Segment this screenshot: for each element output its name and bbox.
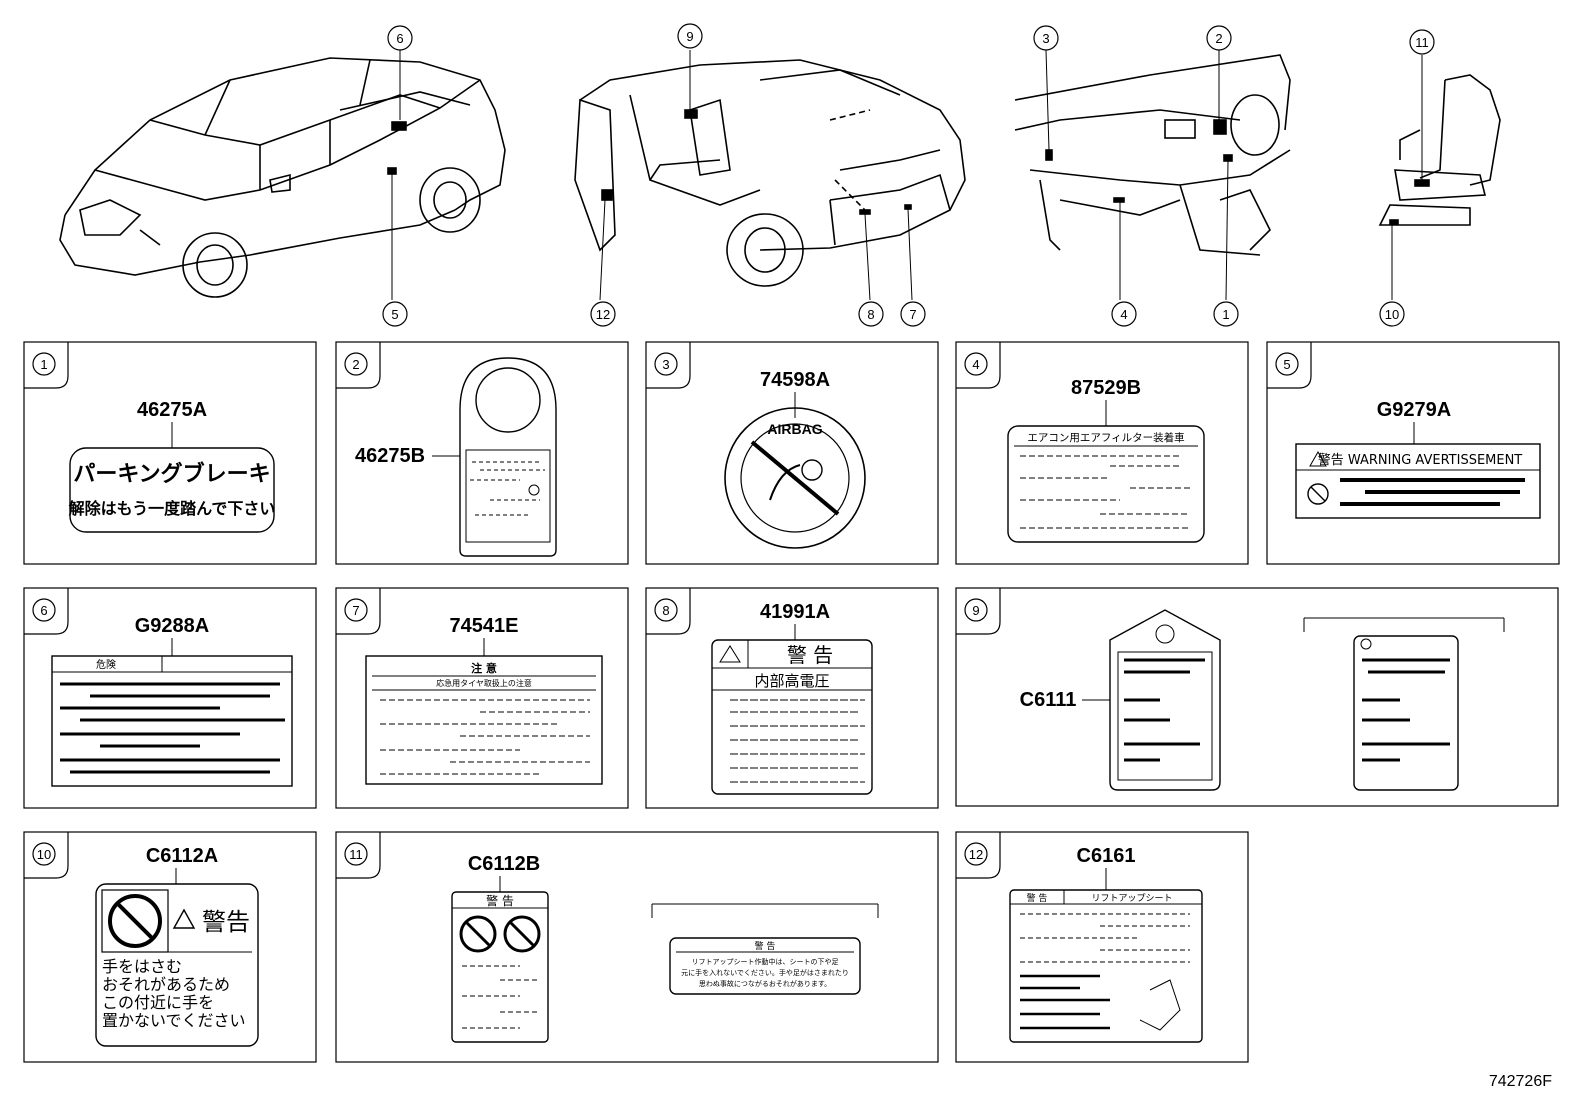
panel-10-code: C6112A	[146, 845, 218, 867]
svg-text:4: 4	[1120, 307, 1127, 322]
svg-text:8: 8	[867, 307, 874, 322]
svg-text:12: 12	[596, 307, 610, 322]
panel-4-header: エアコン用エアフィルター装着車	[1027, 431, 1184, 444]
callout-top-11: 11	[1409, 29, 1435, 55]
svg-text:1: 1	[1222, 307, 1229, 322]
svg-text:10: 10	[37, 847, 51, 862]
panel-1-text-line1: パーキングブレーキ	[73, 461, 270, 487]
callout-top-6: 6	[387, 25, 413, 51]
callout-top-8: 8	[858, 301, 884, 327]
callout-top-1: 1	[1213, 301, 1239, 327]
panel-6-header: 危険	[96, 659, 116, 671]
panel-2: 2 46275B	[335, 341, 629, 565]
panel-4: 4 87529B エアコン用エアフィルター装着車	[955, 341, 1249, 565]
svg-text:12: 12	[969, 847, 983, 862]
footer-code: 742726F	[1489, 1073, 1552, 1090]
callout-top-10: 10	[1379, 301, 1405, 327]
svg-text:11: 11	[1415, 35, 1429, 50]
panel-9: 9 C6111	[955, 587, 1559, 807]
panel-11-header2: 警 告	[755, 940, 776, 952]
callout-top-2: 2	[1206, 25, 1232, 51]
callout-top-12: 12	[590, 301, 616, 327]
panel-3-code: 74598A	[760, 369, 830, 391]
svg-text:5: 5	[391, 307, 398, 322]
panel-7-subheader: 応急用タイヤ取扱上の注意	[436, 678, 532, 688]
panel-10-body-line2: おそれがあるため	[102, 975, 230, 994]
callout-top-3: 3	[1033, 25, 1059, 51]
panel-1-index: 1	[40, 357, 47, 372]
svg-text:6: 6	[396, 31, 403, 46]
callout-top-9: 9	[677, 23, 703, 49]
car-exterior-illustration	[59, 50, 506, 300]
panel-8: 8 41991A 警 告 内部高電圧	[645, 587, 939, 809]
panel-10: 10 C6112A 警告 手をはさむ おそれがあるため この付近に手を 置かない…	[23, 831, 317, 1063]
dashboard-illustration	[1014, 49, 1291, 301]
panel-2-code: 46275B	[355, 445, 425, 467]
callout-top-4: 4	[1111, 301, 1137, 327]
panel-12-code: C6161	[1077, 845, 1136, 867]
panel-6-code: G9288A	[135, 615, 210, 637]
callout-top-7: 7	[900, 301, 926, 327]
panel-1-text-line2: 解除はもう一度踏んで下さい	[69, 499, 276, 518]
panel-5-header: 警告 WARNING AVERTISSEMENT	[1318, 452, 1523, 468]
seat-illustration	[1378, 55, 1501, 300]
callout-top-5: 5	[382, 301, 408, 327]
svg-text:5: 5	[1283, 357, 1290, 372]
svg-text:3: 3	[1042, 31, 1049, 46]
panel-7-code: 74541E	[450, 615, 519, 637]
panel-8-header: 警 告	[787, 643, 833, 667]
panel-8-code: 41991A	[760, 601, 830, 623]
svg-text:6: 6	[40, 603, 47, 618]
panel-11-body-line1: リフトアップシート作動中は、シートの下や足	[692, 957, 839, 966]
panel-11-body-line2: 元に手を入れないでください。手や足がはさまれたり	[681, 968, 849, 977]
panel-11-body-line3: 思わぬ事故につながるおそれがあります。	[699, 979, 831, 988]
svg-text:8: 8	[662, 603, 669, 618]
panel-9-code: C6111	[1020, 689, 1077, 711]
panel-10-body-line3: この付近に手を	[102, 993, 214, 1012]
panel-11: 11 C6112B 警 告 警 告 リフトアップシート作動中は、シートの下や足 …	[335, 831, 939, 1063]
panel-5: 5 G9279A 警告 WARNING AVERTISSEMENT	[1266, 341, 1560, 565]
car-rear-illustration	[574, 50, 966, 301]
svg-text:2: 2	[1215, 31, 1222, 46]
panel-11-code: C6112B	[468, 853, 540, 875]
svg-text:9: 9	[686, 29, 693, 44]
svg-text:7: 7	[352, 603, 359, 618]
panel-1: 1 46275A パーキングブレーキ 解除はもう一度踏んで下さい	[23, 341, 317, 565]
panel-5-code: G9279A	[1377, 399, 1452, 421]
panel-6: 6 G9288A 危険	[23, 587, 317, 809]
svg-text:3: 3	[662, 357, 669, 372]
panel-4-code: 87529B	[1071, 377, 1141, 399]
panel-7-header: 注 意	[471, 661, 497, 675]
panel-12-header: 警 告	[1027, 892, 1048, 904]
panel-11-header: 警 告	[486, 893, 514, 908]
panel-3-ring-text: AIRBAG	[767, 421, 822, 437]
svg-text:7: 7	[909, 307, 916, 322]
panel-1-code: 46275A	[137, 399, 207, 421]
panel-12: 12 C6161 警 告 リフトアップシート	[955, 831, 1249, 1063]
svg-text:2: 2	[352, 357, 359, 372]
svg-text:10: 10	[1385, 307, 1399, 322]
panel-3: 3 74598A AIRBAG	[645, 341, 939, 565]
panel-12-header-right: リフトアップシート	[1091, 893, 1172, 904]
panel-8-subheader: 内部高電圧	[754, 672, 829, 690]
panel-10-body-line1: 手をはさむ	[102, 957, 182, 976]
panel-10-header: 警告	[202, 908, 250, 936]
svg-text:4: 4	[972, 357, 979, 372]
panel-10-body-line4: 置かないでください	[102, 1011, 246, 1030]
svg-text:9: 9	[972, 603, 979, 618]
svg-text:11: 11	[349, 847, 363, 862]
panel-7: 7 74541E 注 意 応急用タイヤ取扱上の注意	[335, 587, 629, 809]
